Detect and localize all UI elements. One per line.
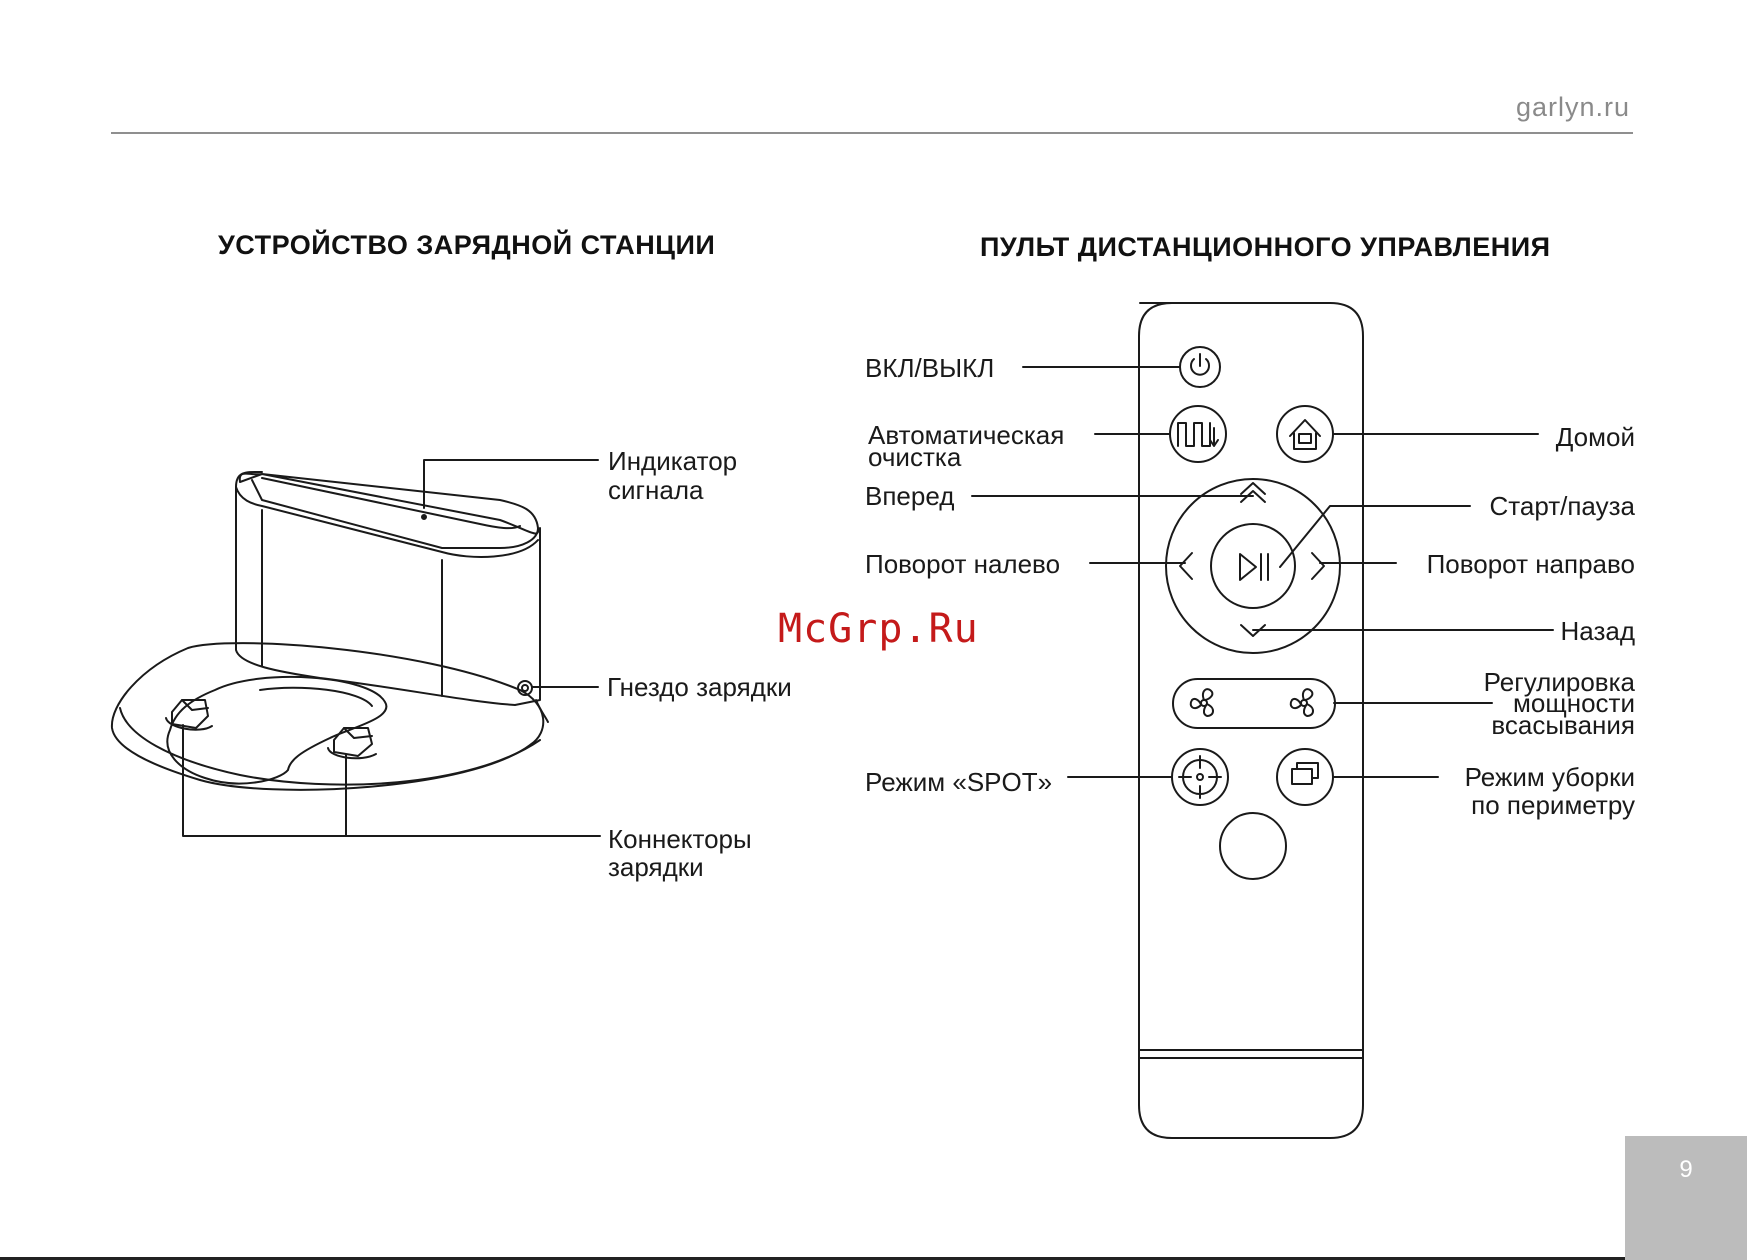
label-suction-line3: всасывания <box>1491 711 1635 740</box>
label-home: Домой <box>1556 423 1635 452</box>
label-connectors-line1: Коннекторы <box>608 825 752 854</box>
label-indicator-line1: Индикатор <box>608 447 737 476</box>
label-auto-line2: очистка <box>868 443 961 472</box>
watermark: McGrp.Ru <box>778 606 979 652</box>
fan-icon-right <box>1291 689 1313 716</box>
fan-icon-left <box>1191 689 1213 716</box>
label-edge-line1: Режим уборки <box>1465 763 1635 792</box>
label-indicator-line2: сигнала <box>608 476 703 505</box>
label-socket: Гнездо зарядки <box>607 673 792 702</box>
page-number-tab: 9 <box>1625 1136 1747 1260</box>
label-edge-line2: по периметру <box>1471 791 1635 820</box>
page-number: 9 <box>1625 1156 1747 1184</box>
label-right: Поворот направо <box>1427 550 1635 579</box>
label-connectors-line2: зарядки <box>608 853 704 882</box>
label-forward: Вперед <box>865 482 954 511</box>
label-left: Поворот налево <box>865 550 1060 579</box>
label-spot: Режим «SPOT» <box>865 768 1052 797</box>
charging-station-drawing <box>112 460 600 836</box>
label-start-pause: Старт/пауза <box>1489 492 1635 521</box>
label-back: Назад <box>1561 617 1636 646</box>
label-power: ВКЛ/ВЫКЛ <box>865 354 994 383</box>
